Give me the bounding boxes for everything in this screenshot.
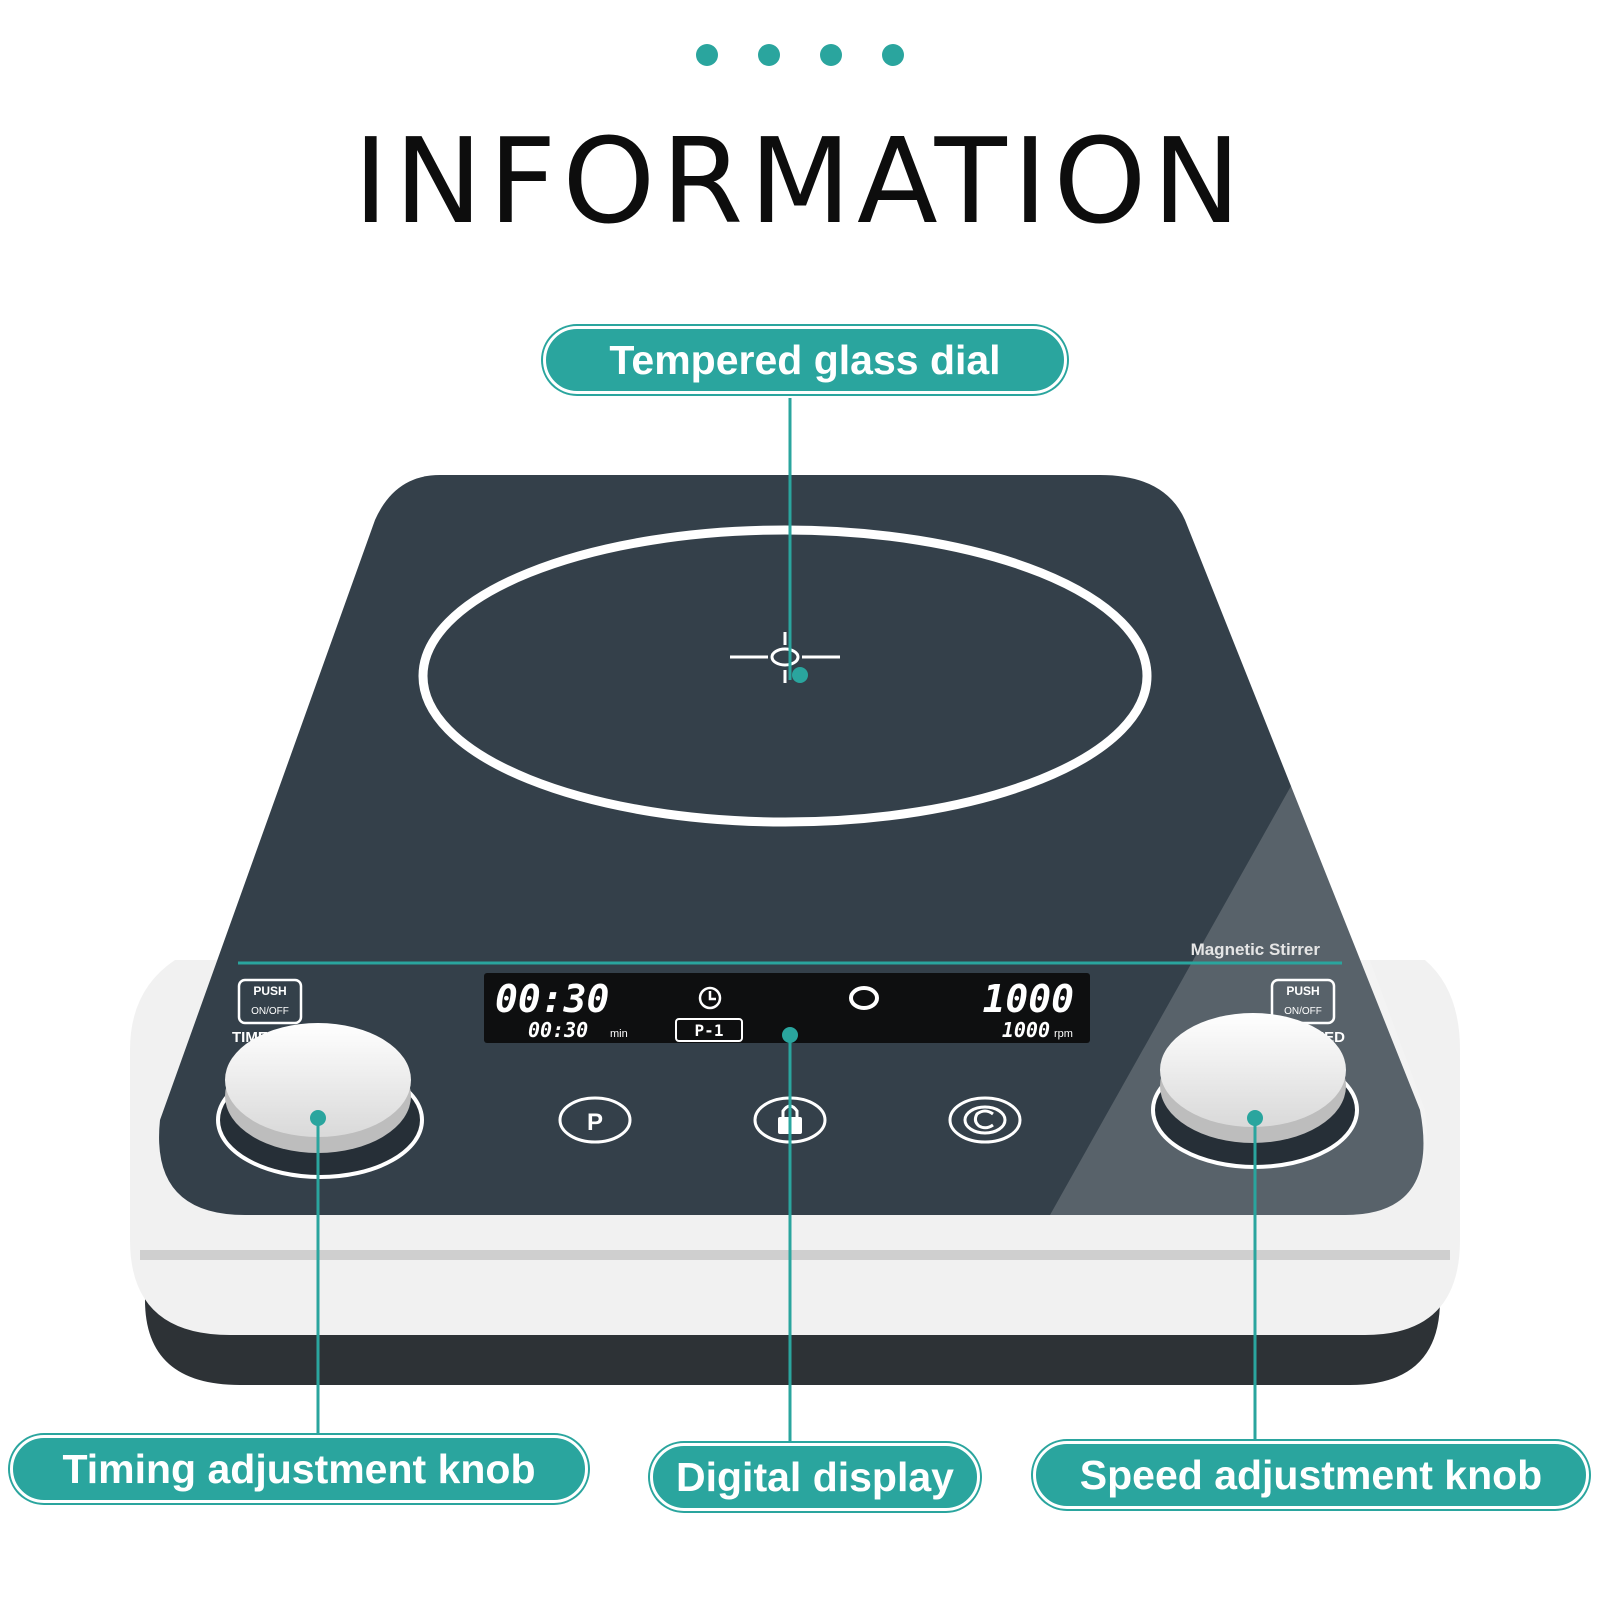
- display-speed-unit: rpm: [1054, 1028, 1073, 1040]
- display-speed-main: 1000: [982, 977, 1074, 1021]
- callout-digital-display: Digital display: [650, 1443, 980, 1511]
- crosshair-icon: [730, 632, 840, 683]
- callout-leaders: [238, 398, 1342, 1443]
- stir-plate-ring: [418, 525, 1152, 827]
- decorative-dots: [0, 44, 1600, 71]
- rotation-indicator-icon: [849, 986, 879, 1010]
- page-title: INFORMATION: [353, 112, 1247, 250]
- left-onoff-label: ON/OFF: [251, 1006, 289, 1017]
- program-indicator: P-1: [675, 1018, 743, 1042]
- right-push-label: PUSH: [1286, 984, 1319, 998]
- program-icon: P: [587, 1109, 603, 1136]
- display-program: P-1: [695, 1021, 724, 1040]
- program-button[interactable]: P: [558, 1096, 632, 1144]
- callout-speed-text: Speed adjustment knob: [1079, 1451, 1543, 1498]
- callout-speed-knob: Speed adjustment knob: [1033, 1441, 1589, 1509]
- dot-3: [820, 44, 842, 66]
- dot-1: [696, 44, 718, 66]
- callout-display-text: Digital display: [676, 1453, 954, 1500]
- callout-timing-knob: Timing adjustment knob: [10, 1435, 588, 1503]
- right-onoff-label: ON/OFF: [1284, 1006, 1322, 1017]
- glass-top: [159, 475, 1424, 1215]
- speed-knob[interactable]: [1151, 1013, 1359, 1169]
- callout-dial-text: Tempered glass dial: [609, 336, 1001, 383]
- display-time-main: 00:30: [495, 977, 609, 1021]
- left-push-button[interactable]: PUSH ON/OFF: [237, 978, 303, 1025]
- clock-icon: [698, 986, 722, 1010]
- callout-timing-text: Timing adjustment knob: [62, 1445, 536, 1492]
- cycle-icon: [963, 1105, 1007, 1135]
- digital-display-screen: [484, 973, 1090, 1043]
- dot-4: [882, 44, 904, 66]
- dot-2: [758, 44, 780, 66]
- timing-knob[interactable]: [216, 1023, 424, 1179]
- brand-label: Magnetic Stirrer: [1191, 940, 1321, 959]
- body-shadow-band: [140, 1250, 1450, 1260]
- callout-tempered-glass-dial: Tempered glass dial: [543, 326, 1067, 394]
- display-time-sub: 00:30: [528, 1018, 588, 1042]
- callout-anchors: [310, 667, 1263, 1126]
- left-push-label: PUSH: [253, 984, 286, 998]
- cycle-button[interactable]: [948, 1096, 1022, 1144]
- display-speed-sub: 1000: [1002, 1018, 1050, 1042]
- display-time-unit: min: [610, 1028, 628, 1040]
